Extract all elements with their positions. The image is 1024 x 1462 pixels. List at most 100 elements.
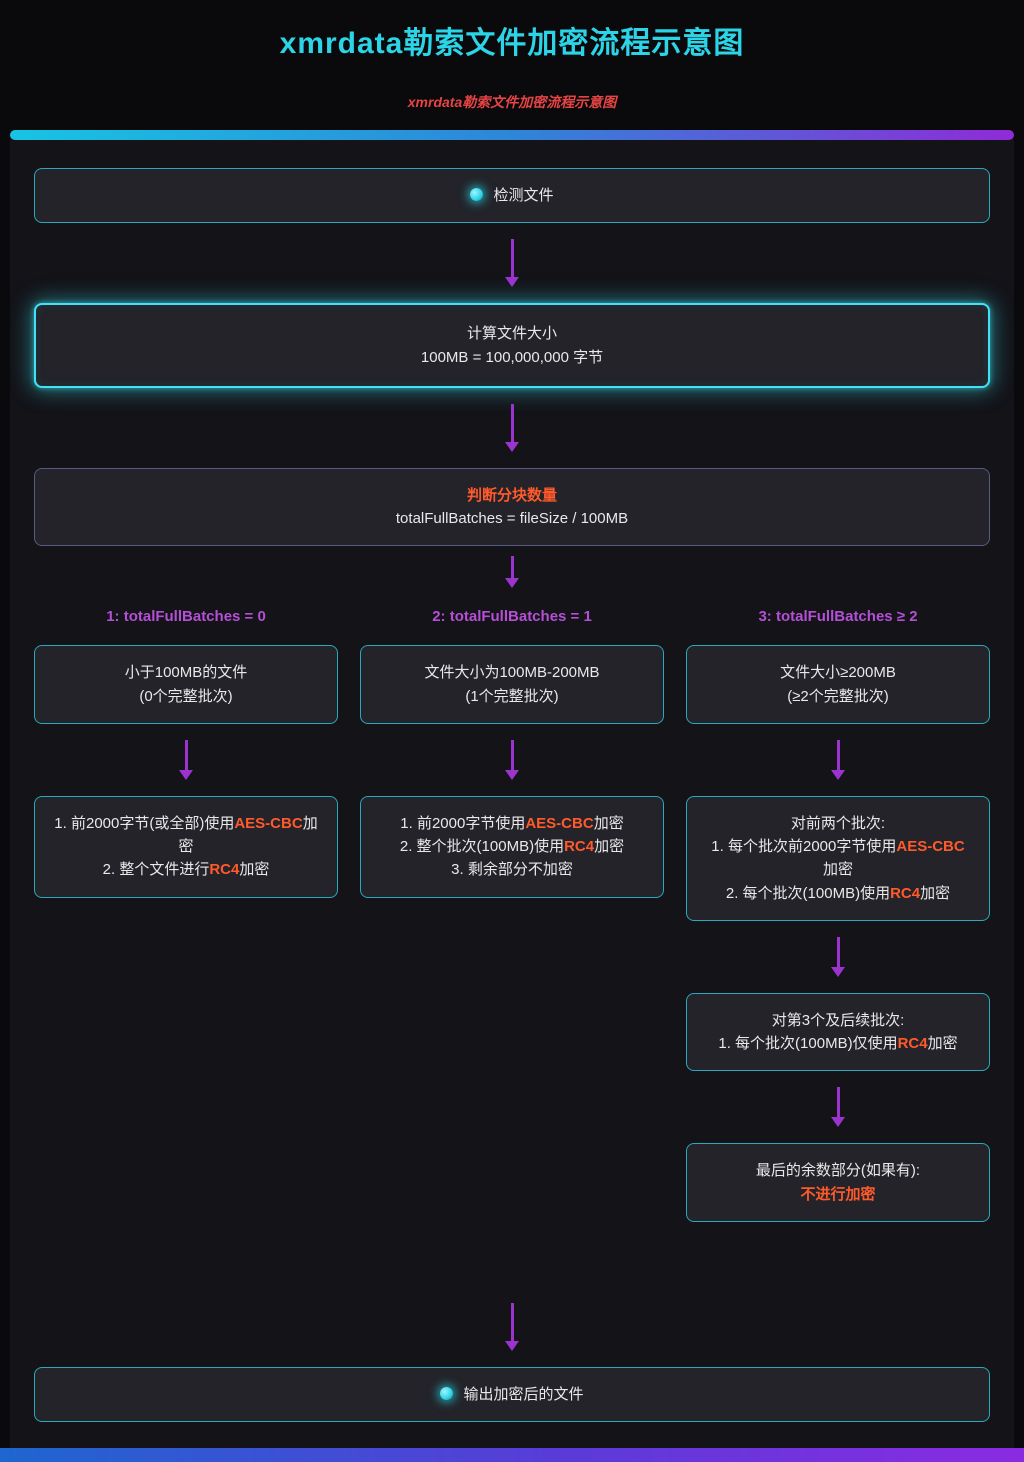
text-segment: 对前两个批次: [790, 814, 886, 832]
arrow-shaft [836, 936, 840, 967]
text-line: 2. 整个文件进行RC4加密 [53, 858, 319, 881]
text-line: 文件大小为100MB-200MB [424, 664, 600, 682]
text-segment: 加密 [927, 1035, 958, 1052]
arrow-shaft [510, 1302, 514, 1341]
text-line: 1. 每个批次前2000字节使用AES-CBC加密 [705, 835, 971, 882]
node-label: 输出加密后的文件 [463, 1385, 584, 1403]
node-branch1-condition: 小于100MB的文件 (0个完整批次) [34, 645, 338, 724]
node-branch2-condition: 文件大小为100MB-200MB (1个完整批次) [360, 645, 664, 724]
text-line: 1. 每个批次(100MB)仅使用RC4加密 [705, 1032, 971, 1055]
arrow-head [179, 769, 193, 780]
text-line: 1. 前2000字节(或全部)使用AES-CBC加密 [53, 812, 319, 859]
node-detect-file: 检测文件 [34, 168, 990, 224]
branch-grid: 1: totalFullBatches = 0 小于100MB的文件 (0个完整… [34, 596, 990, 1222]
text-line: 对前两个批次: [705, 812, 971, 835]
highlight-term: AES-CBC [896, 838, 965, 855]
page-subtitle: xmrdata勒索文件加密流程示意图 [407, 94, 617, 110]
glow-dot-icon [440, 1386, 454, 1400]
text-line: 文件大小≥200MB [780, 664, 896, 682]
branch-column-3: 3: totalFullBatches ≥ 2 文件大小≥200MB (≥2个完… [686, 596, 990, 1222]
page-title: xmrdata勒索文件加密流程示意图 [279, 27, 745, 60]
text-line: (≥2个完整批次) [787, 687, 889, 705]
highlight-term: RC4 [897, 1035, 928, 1052]
text-segment: 1. 前2000字节使用 [400, 814, 526, 832]
arrow-head [831, 1117, 845, 1128]
arrow-down-icon [831, 936, 845, 977]
text-line: 100MB = 100,000,000 字节 [420, 348, 604, 366]
arrow-shaft [184, 739, 188, 770]
text-segment: 加密 [239, 861, 270, 879]
arrow-down-icon [831, 1087, 845, 1128]
text-line: 1. 前2000字节使用AES-CBC加密 [379, 812, 645, 835]
arrow-down-icon [505, 1302, 519, 1351]
node-label: 检测文件 [493, 187, 554, 204]
text-line: 小于100MB的文件 [124, 664, 248, 682]
text-line: 2. 每个批次(100MB)使用RC4加密 [705, 882, 971, 905]
node-output-file: 输出加密后的文件 [34, 1366, 990, 1422]
arrow-head [831, 966, 845, 977]
branch-column-2: 2: totalFullBatches = 1 文件大小为100MB-200MB… [360, 596, 664, 1222]
text-segment: 1. 每个批次(100MB)仅使用 [718, 1035, 898, 1052]
arrow-head [505, 441, 519, 452]
arrow-head [831, 769, 845, 780]
arrow-head [505, 1340, 519, 1351]
text-line: 最后的余数部分(如果有): [755, 1162, 921, 1180]
text-line: (0个完整批次) [139, 687, 233, 705]
branch-label: 2: totalFullBatches = 1 [432, 608, 592, 626]
highlight-term: RC4 [890, 884, 921, 902]
text-segment: 2. 每个批次(100MB)使用 [725, 884, 891, 902]
text-segment: 对第3个及后续批次: [771, 1011, 905, 1029]
node-branch1-action: 1. 前2000字节(或全部)使用AES-CBC加密 2. 整个文件进行RC4加… [34, 795, 338, 898]
arrow-down-icon [505, 739, 519, 780]
flowchart-panel: 检测文件 计算文件大小 100MB = 100,000,000 字节 判断分块数… [10, 130, 1014, 1448]
flowchart-content: 检测文件 计算文件大小 100MB = 100,000,000 字节 判断分块数… [10, 140, 1014, 1448]
node-heading: 判断分块数量 [466, 486, 557, 504]
arrow-down-icon [505, 556, 519, 589]
node-branch3-remainder: 最后的余数部分(如果有): 不进行加密 [686, 1143, 990, 1222]
arrow-shaft [510, 556, 514, 579]
text-segment: 1. 前2000字节(或全部)使用 [54, 814, 235, 832]
node-branch3-followup: 对第3个及后续批次: 1. 每个批次(100MB)仅使用RC4加密 [686, 992, 990, 1072]
node-branch2-action: 1. 前2000字节使用AES-CBC加密 2. 整个批次(100MB)使用RC… [360, 795, 664, 898]
warning-text: 不进行加密 [800, 1185, 876, 1203]
highlight-term: RC4 [564, 838, 595, 855]
text-segment: 加密 [178, 814, 318, 855]
text-segment: 加密 [920, 884, 951, 902]
page-bottom-gradient-bar [0, 1448, 1024, 1462]
text-line: 对第3个及后续批次: [705, 1009, 971, 1032]
highlight-term: RC4 [209, 861, 240, 879]
text-line: 计算文件大小 [466, 325, 557, 343]
text-segment: 加密 [594, 838, 625, 855]
text-line: 3. 剩余部分不加密 [379, 858, 645, 881]
text-line: 2. 整个批次(100MB)使用RC4加密 [379, 835, 645, 858]
arrow-head [505, 769, 519, 780]
arrow-down-icon [179, 739, 193, 780]
arrow-shaft [836, 1087, 840, 1118]
text-line: totalFullBatches = fileSize / 100MB [395, 510, 629, 527]
arrow-shaft [510, 239, 514, 278]
text-segment: 2. 整个文件进行 [102, 861, 210, 879]
text-segment: 3. 剩余部分不加密 [451, 861, 573, 879]
output-section: 输出加密后的文件 [34, 1287, 990, 1448]
panel-top-gradient-bar [10, 130, 1014, 140]
arrow-shaft [510, 739, 514, 770]
text-segment: 加密 [822, 861, 853, 879]
arrow-shaft [836, 739, 840, 770]
page-header: xmrdata勒索文件加密流程示意图 xmrdata勒索文件加密流程示意图 [0, 0, 1024, 112]
branch-label: 3: totalFullBatches ≥ 2 [758, 608, 918, 626]
arrow-head [505, 277, 519, 288]
glow-dot-icon [470, 188, 484, 201]
highlight-term: AES-CBC [234, 814, 303, 832]
arrow-shaft [510, 403, 514, 442]
node-branch3-condition: 文件大小≥200MB (≥2个完整批次) [686, 645, 990, 724]
text-line: (1个完整批次) [465, 687, 559, 705]
arrow-down-icon [505, 403, 519, 452]
text-segment: 加密 [593, 814, 624, 832]
text-segment: 2. 整个批次(100MB)使用 [399, 838, 565, 855]
arrow-down-icon [505, 239, 519, 288]
branch-label: 1: totalFullBatches = 0 [106, 608, 266, 626]
arrow-down-icon [831, 739, 845, 780]
branch-column-1: 1: totalFullBatches = 0 小于100MB的文件 (0个完整… [34, 596, 338, 1222]
arrow-head [505, 578, 519, 589]
node-calc-size: 计算文件大小 100MB = 100,000,000 字节 [34, 303, 990, 388]
